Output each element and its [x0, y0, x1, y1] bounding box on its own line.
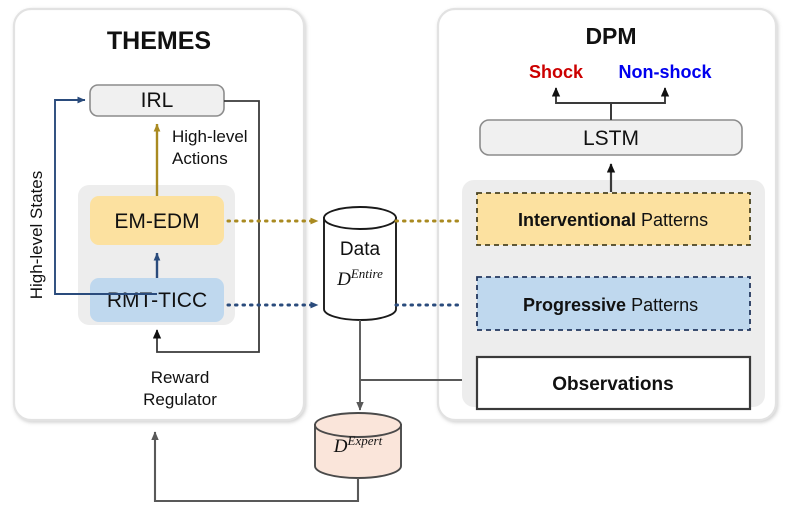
observations-label: Observations [552, 374, 673, 395]
high-level-states-arrow [54, 96, 157, 295]
progressive-bold: Progressive [523, 295, 626, 315]
shock-label: Shock [529, 62, 584, 82]
reward-regulator-arrow [152, 100, 260, 353]
expert-feedback-arrow [151, 431, 360, 503]
high-level-states-label: High-level States [27, 171, 46, 300]
irl-label: IRL [141, 89, 174, 112]
progressive-rest: Patterns [626, 295, 698, 315]
d-expert-symbol: D [333, 436, 348, 457]
data-label: Data [340, 239, 381, 260]
interventional-rest: Patterns [636, 210, 708, 230]
interventional-patterns-label: Interventional Patterns [518, 210, 708, 230]
expert-superscript: Expert [347, 433, 383, 448]
interventional-patterns-box[interactable] [476, 192, 751, 246]
data-entire-symbol: DEntire [336, 266, 383, 290]
lstm-to-nonshock-arrow [610, 87, 670, 120]
rmt-ticc-box[interactable] [90, 278, 224, 322]
em-edm-box[interactable] [90, 196, 224, 245]
d-symbol: D [336, 269, 351, 290]
data-entire-cylinder [323, 206, 397, 321]
entire-superscript: Entire [350, 266, 383, 281]
dpm-title: DPM [585, 23, 636, 49]
reward-regulator-label-line2: Regulator [143, 390, 217, 409]
em-edm-label: EM-EDM [114, 210, 199, 233]
data-expert-symbol: DExpert [333, 433, 383, 457]
lstm-label: LSTM [583, 127, 639, 150]
non-shock-label: Non-shock [618, 62, 712, 82]
data-expert-cylinder [314, 412, 402, 479]
observations-box[interactable] [475, 355, 752, 411]
interventional-bold: Interventional [518, 210, 636, 230]
reward-regulator-label-line1: Reward [151, 368, 210, 387]
high-level-actions-label-line2: Actions [172, 149, 228, 168]
high-level-actions-label-line1: High-level [172, 127, 248, 146]
rmt-ticc-label: RMT-TICC [107, 289, 207, 312]
progressive-patterns-box[interactable] [476, 276, 751, 331]
progressive-patterns-label: Progressive Patterns [523, 295, 698, 315]
themes-title: THEMES [107, 27, 211, 55]
